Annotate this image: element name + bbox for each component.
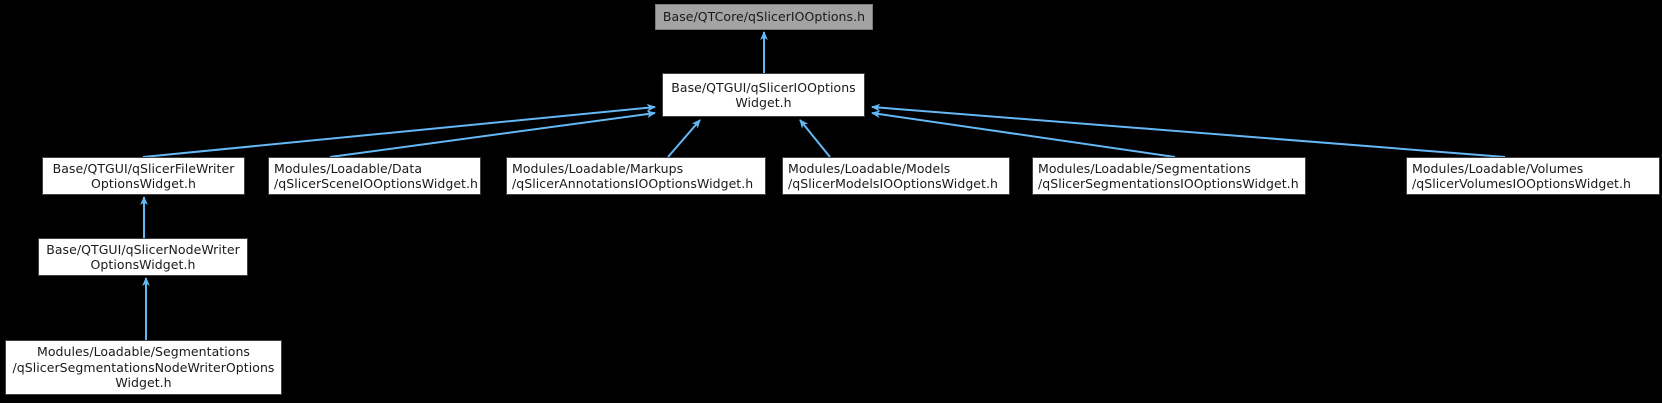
edge-n2-to-n1 [142,103,656,158]
node-modules-loadable-segmentations-qslicersegmentationsiooptionswidget[interactable]: Modules/Loadable/Segmentations /qSlicerS… [1032,157,1306,195]
edge-n6-to-n1 [871,110,1176,158]
node-base-qtgui-qslicerfilewriteroptionswidget[interactable]: Base/QTGUI/qSlicerFileWriter OptionsWidg… [42,157,245,195]
node-modules-loadable-volumes-qslicervolumesiooptionswidget[interactable]: Modules/Loadable/Volumes /qSlicerVolumes… [1406,157,1660,195]
edge-n4-to-n1 [667,119,701,158]
node-modules-loadable-markups-qslicerannotationsiooptionswidget[interactable]: Modules/Loadable/Markups /qSlicerAnnotat… [506,157,766,195]
node-label: Modules/Loadable/Markups /qSlicerAnnotat… [512,160,754,192]
node-base-qtgui-qslicernodewriteroptionswidget[interactable]: Base/QTGUI/qSlicerNodeWriter OptionsWidg… [38,238,248,276]
node-label: Modules/Loadable/Segmentations /qSlicerS… [12,344,275,391]
node-label: Modules/Loadable/Volumes /qSlicerVolumes… [1412,160,1632,192]
node-label: Base/QTGUI/qSlicerFileWriter OptionsWidg… [52,160,235,192]
node-label: Modules/Loadable/Data /qSlicerSceneIOOpt… [274,160,479,192]
node-modules-loadable-data-qslicersceneiooptionswidget[interactable]: Modules/Loadable/Data /qSlicerSceneIOOpt… [268,157,481,195]
node-base-qtcore-qslicerioptions[interactable]: Base/QTCore/qSlicerIOOptions.h [655,4,873,30]
node-label: Base/QTGUI/qSlicerNodeWriter OptionsWidg… [46,241,240,273]
node-modules-loadable-segmentations-qslicersegmentationsnodewriteroptionswidget[interactable]: Modules/Loadable/Segmentations /qSlicerS… [5,340,282,395]
node-label: Modules/Loadable/Segmentations /qSlicerS… [1038,160,1299,192]
node-modules-loadable-models-qslicermodelsiooptionswidget[interactable]: Modules/Loadable/Models /qSlicerModelsIO… [782,157,1010,195]
edge-n7-to-n1 [871,103,1506,158]
node-label: Modules/Loadable/Models /qSlicerModelsIO… [788,160,998,192]
node-label: Base/QTGUI/qSlicerIOOptions Widget.h [671,79,856,111]
edge-n5-to-n1 [799,119,831,158]
node-label: Base/QTCore/qSlicerIOOptions.h [662,9,866,25]
node-base-qtgui-qslicerioptionswidget[interactable]: Base/QTGUI/qSlicerIOOptions Widget.h [662,73,865,117]
edge-n3-to-n1 [329,110,656,158]
